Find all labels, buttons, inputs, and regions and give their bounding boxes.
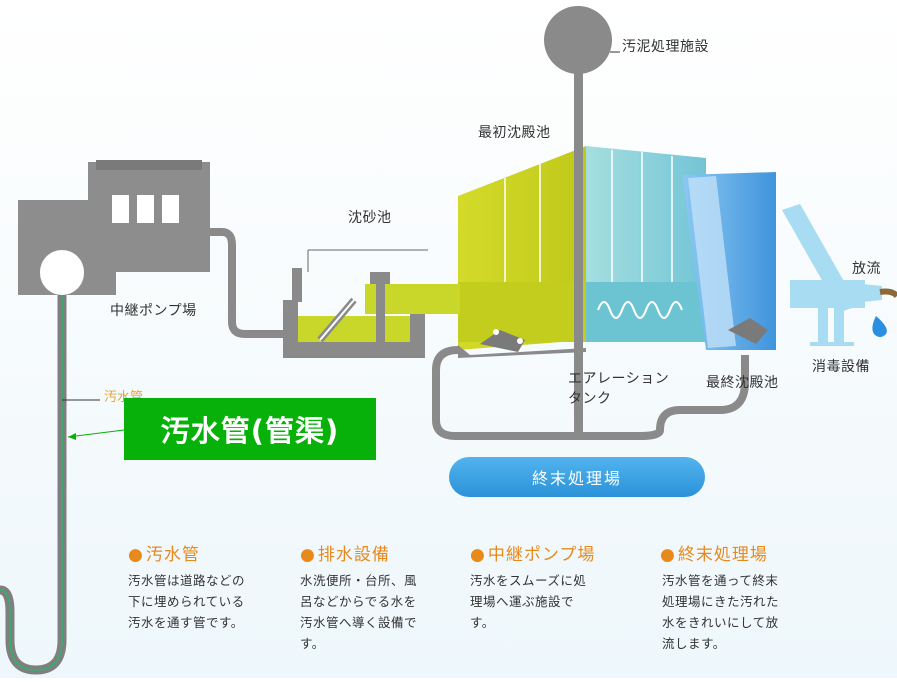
section-title-relay-pump: ●中継ポンプ場 bbox=[470, 545, 596, 565]
label-final-clarifier: 最終沈殿池 bbox=[706, 375, 779, 391]
sewer-pipe-inner bbox=[0, 262, 63, 671]
section-desc-relay-pump: 汚水をスムーズに処 理場へ運ぶ施設で す。 bbox=[470, 573, 587, 630]
leader-callout-arrow bbox=[67, 429, 125, 438]
label-grit-chamber: 沈砂池 bbox=[348, 210, 392, 226]
arrow-head-icon bbox=[68, 433, 76, 440]
section-title-sewer-pipe: ●汚水管 bbox=[128, 545, 200, 565]
aeration-tank bbox=[586, 146, 706, 342]
label-sludge-facility: 汚泥処理施設 bbox=[622, 39, 709, 55]
return-sludge-pipe bbox=[432, 346, 749, 440]
primary-clarifier-tank bbox=[458, 146, 586, 358]
section-title-treatment-plant: ●終末処理場 bbox=[660, 545, 768, 565]
label-aeration-2: タンク bbox=[568, 391, 612, 407]
drainage-building bbox=[18, 160, 210, 295]
sludge-tower bbox=[544, 6, 612, 440]
label-aeration-1: エアレーション bbox=[568, 371, 670, 387]
label-primary-clarifier: 最初沈殿池 bbox=[478, 125, 551, 141]
label-treatment-plant: 終末処理場 bbox=[449, 457, 705, 497]
label-discharge: 放流 bbox=[852, 261, 881, 277]
label-relay-pump: 中継ポンプ場 bbox=[110, 303, 197, 319]
section-desc-sewer-pipe: 汚水管は道路などの 下に埋められている 汚水を通す管です。 bbox=[128, 573, 246, 630]
channel-grit-to-primary bbox=[420, 284, 460, 314]
label-disinfection: 消毒設備 bbox=[812, 359, 870, 375]
final-clarifier-tank bbox=[682, 172, 776, 350]
pipe-to-relay-pump bbox=[210, 228, 284, 338]
section-desc-treatment-plant: 汚水管を通って終末 処理場にきた汚れた 水をきれいにして放 流します。 bbox=[662, 573, 780, 651]
section-desc-drainage: 水洗便所・台所、風 呂などからでる水を 汚水管へ導く設備で す。 bbox=[300, 573, 418, 651]
section-title-drainage: ●排水設備 bbox=[300, 545, 390, 565]
disinfection-unit bbox=[782, 204, 897, 346]
callout-sewer-pipe: 汚水管(管渠) bbox=[124, 398, 376, 460]
